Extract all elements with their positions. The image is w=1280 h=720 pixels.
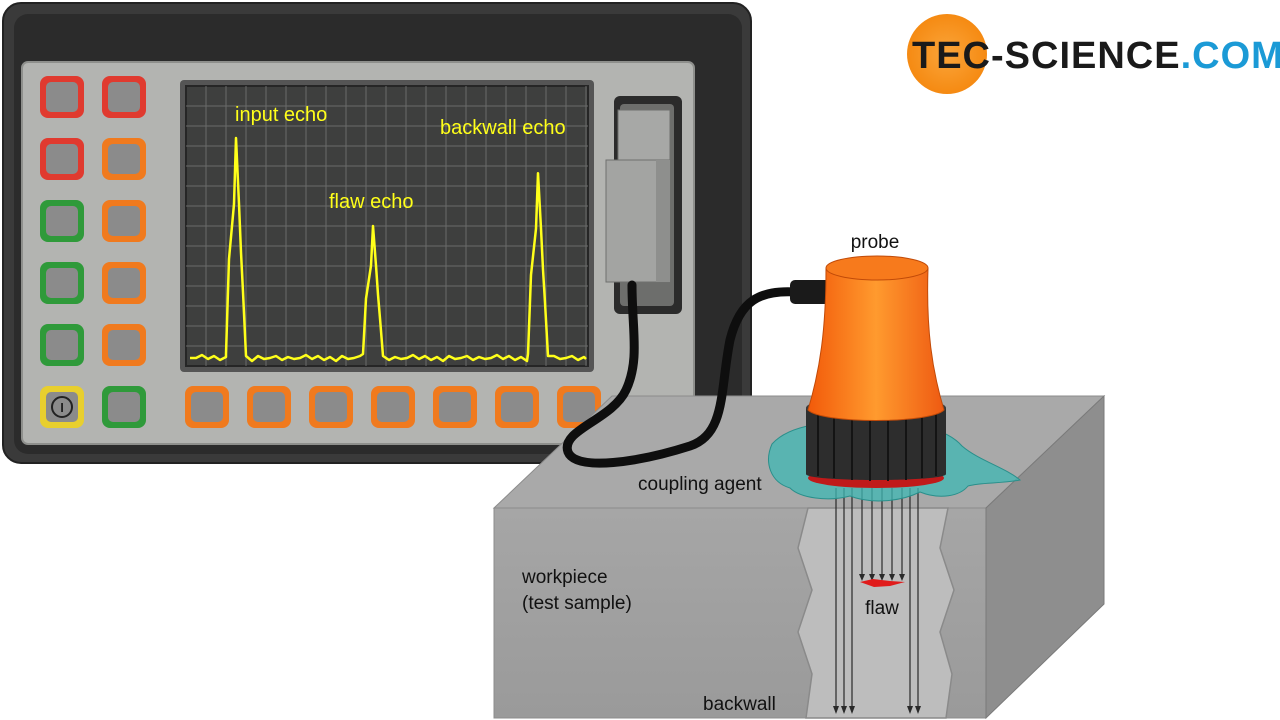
sound-beams <box>835 488 919 712</box>
bottom-button-5[interactable] <box>433 386 477 428</box>
probe-connector-socket <box>605 96 682 314</box>
bottom-button-4[interactable] <box>371 386 415 428</box>
ultrasonic-testing-device: I input echo flaw echo backwall echo <box>2 2 752 464</box>
button-red-1[interactable] <box>40 76 84 118</box>
button-orange-4[interactable] <box>102 324 146 366</box>
power-icon <box>51 396 73 418</box>
label-test-sample: (test sample) <box>522 593 632 614</box>
label-workpiece: workpiece <box>521 567 608 588</box>
logo-text-com: .COM <box>1181 35 1280 77</box>
label-backwall: backwall <box>703 694 776 715</box>
echo-trace <box>190 136 587 363</box>
beam-arrowheads <box>833 574 921 714</box>
label-coupling-agent: coupling agent <box>638 474 762 495</box>
label-flaw: flaw <box>865 598 899 619</box>
probe-knurl-ridges <box>817 414 937 481</box>
label-input-echo: input echo <box>235 104 327 126</box>
bottom-button-3[interactable] <box>309 386 353 428</box>
probe-cable <box>562 280 801 468</box>
device-left-buttons: I <box>40 76 146 428</box>
button-green-2[interactable] <box>40 262 84 304</box>
logo-sun-icon <box>907 14 987 94</box>
power-button[interactable]: I <box>40 386 84 428</box>
site-logo[interactable]: TEC-SCIENCE.COM <box>907 14 1280 94</box>
power-icon-glyph: I <box>60 400 64 415</box>
logo-text-tec: TEC <box>912 35 991 77</box>
workpiece-side-face <box>985 394 1105 720</box>
screen-grid <box>186 86 588 366</box>
button-green-3[interactable] <box>40 324 84 366</box>
workpiece-cutaway-section <box>797 507 955 719</box>
button-green-1[interactable] <box>40 200 84 242</box>
svg-text:TEC-SCIENCE.COM: TEC-SCIENCE.COM <box>912 35 1280 77</box>
label-backwall-echo: backwall echo <box>440 117 566 139</box>
button-orange-2[interactable] <box>102 200 146 242</box>
button-green-4[interactable] <box>102 386 146 428</box>
ultrasonic-probe <box>806 255 946 488</box>
label-flaw-echo: flaw echo <box>329 191 414 213</box>
button-orange-1[interactable] <box>102 138 146 180</box>
button-red-3[interactable] <box>40 138 84 180</box>
cable-plug <box>790 280 830 304</box>
button-red-2[interactable] <box>102 76 146 118</box>
flaw-marker <box>860 579 905 587</box>
device-bottom-buttons <box>185 386 601 428</box>
logo-text-dash: - <box>991 35 1005 77</box>
label-probe: probe <box>851 232 900 253</box>
oscilloscope-screen: input echo flaw echo backwall echo <box>180 80 594 372</box>
button-orange-3[interactable] <box>102 262 146 304</box>
logo-text-science: SCIENCE <box>1005 35 1181 77</box>
bottom-button-2[interactable] <box>247 386 291 428</box>
bottom-button-1[interactable] <box>185 386 229 428</box>
bottom-button-6[interactable] <box>495 386 539 428</box>
